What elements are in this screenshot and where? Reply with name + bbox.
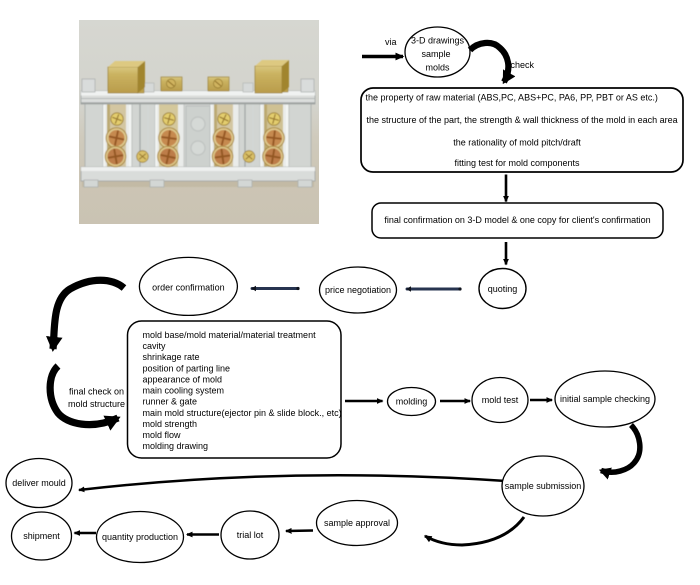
svg-text:shrinkage rate: shrinkage rate bbox=[143, 352, 200, 362]
svg-text:the property of raw material (: the property of raw material (ABS,PC, AB… bbox=[366, 93, 658, 103]
svg-text:sample approval: sample approval bbox=[324, 518, 390, 528]
svg-text:final confirmation on 3-D mode: final confirmation on 3-D model & one co… bbox=[384, 215, 650, 225]
svg-text:fitting test for mold componen: fitting test for mold components bbox=[454, 158, 580, 168]
svg-text:the structure of the part, the: the structure of the part, the strength … bbox=[367, 115, 678, 125]
svg-text:molds: molds bbox=[425, 62, 450, 72]
svg-text:sample submission: sample submission bbox=[505, 481, 582, 491]
svg-text:3-D drawings: 3-D drawings bbox=[411, 36, 465, 46]
svg-text:final check on: final check on bbox=[69, 387, 124, 397]
svg-text:molding: molding bbox=[396, 397, 428, 407]
svg-text:molding drawing: molding drawing bbox=[143, 441, 209, 451]
svg-text:main cooling system: main cooling system bbox=[143, 386, 225, 396]
svg-text:mold base/mold material/materi: mold base/mold material/material treatme… bbox=[143, 330, 317, 340]
svg-text:main mold structure(ejector pi: main mold structure(ejector pin & slide … bbox=[143, 408, 342, 418]
svg-text:mold test: mold test bbox=[482, 395, 519, 405]
svg-text:mold flow: mold flow bbox=[143, 430, 182, 440]
svg-text:appearance of mold: appearance of mold bbox=[143, 375, 223, 385]
svg-text:mold structure: mold structure bbox=[68, 399, 125, 409]
svg-text:quoting: quoting bbox=[488, 284, 518, 294]
svg-text:runner & gate: runner & gate bbox=[143, 397, 198, 407]
svg-text:price negotiation: price negotiation bbox=[325, 285, 391, 295]
svg-text:initial sample checking: initial sample checking bbox=[560, 394, 650, 404]
svg-text:cavity: cavity bbox=[143, 341, 167, 351]
svg-text:position of parting line: position of parting line bbox=[143, 363, 231, 373]
svg-text:trial lot: trial lot bbox=[237, 530, 264, 540]
svg-text:order confirmation: order confirmation bbox=[152, 283, 225, 293]
svg-text:the rationality of mold pitch/: the rationality of mold pitch/draft bbox=[453, 138, 581, 148]
svg-text:sample: sample bbox=[421, 49, 450, 59]
svg-text:mold strength: mold strength bbox=[143, 419, 198, 429]
svg-text:deliver mould: deliver mould bbox=[12, 478, 66, 488]
svg-text:shipment: shipment bbox=[23, 531, 60, 541]
svg-text:quantity production: quantity production bbox=[102, 532, 178, 542]
svg-text:check: check bbox=[511, 60, 535, 70]
svg-text:via: via bbox=[385, 37, 397, 47]
